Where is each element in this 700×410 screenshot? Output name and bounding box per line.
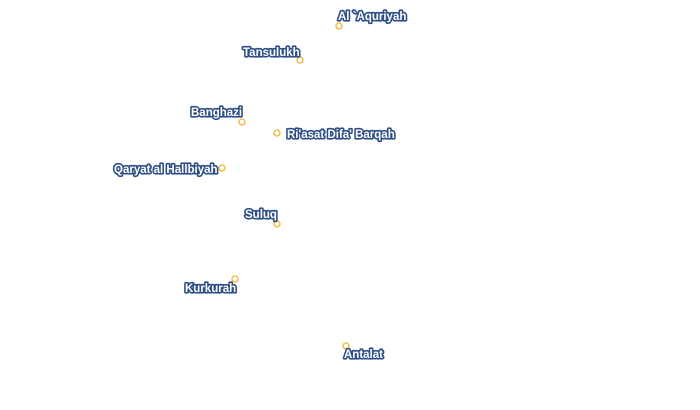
place-marker[interactable] [218,164,226,172]
place-label: Kurkurah [185,283,236,295]
place-kurkurah[interactable]: Kurkurah [183,275,239,297]
place-marker[interactable] [296,56,304,64]
place-marker[interactable] [273,220,281,228]
place-label: Banghazi [191,107,242,119]
place-antalat[interactable]: Antalat [342,342,385,363]
place-label: Suluq [245,209,277,221]
place-banghazi[interactable]: Banghazi [189,105,246,126]
place-label: Tansulukh [243,47,300,59]
place-marker[interactable] [335,22,343,30]
place-marker[interactable] [273,129,281,137]
place-marker[interactable] [238,118,246,126]
place-suluq[interactable]: Suluq [243,207,281,228]
place-marker[interactable] [231,275,239,283]
place-label: Al `Aquriyah [338,11,406,23]
place-label: Ri'asat Difa' Barqah [287,129,395,141]
place-marker[interactable] [342,342,350,350]
place-qaryat-al-hallbiyah[interactable]: Qaryat al Hallbiyah [112,162,226,178]
place-label: Qaryat al Hallbiyah [114,164,218,176]
place-riasat-difa-barqah[interactable]: Ri'asat Difa' Barqah [273,127,396,143]
place-tansulukh[interactable]: Tansulukh [241,45,304,64]
place-label: Antalat [344,349,383,361]
place-al-aquriyah[interactable]: Al `Aquriyah [335,9,408,30]
